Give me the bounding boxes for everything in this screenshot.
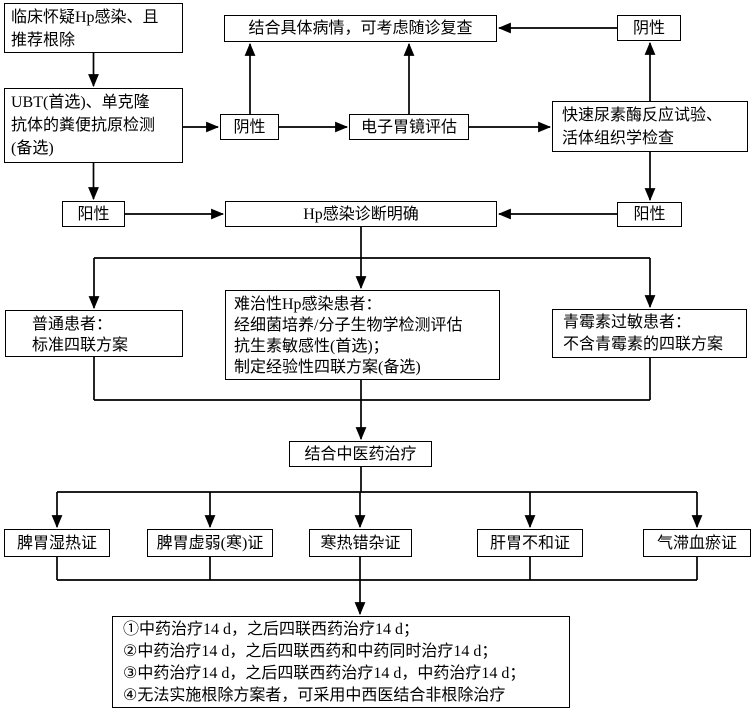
node-negative-result-1: 阴性 <box>220 114 279 140</box>
node-tcm-combination-treatment: 结合中医药治疗 <box>289 441 432 467</box>
node-gastroscopy-evaluation: 电子胃镜评估 <box>349 114 469 140</box>
node-followup-review: 结合具体病情，可考虑随诊复查 <box>224 15 497 42</box>
node-negative-result-2: 阴性 <box>617 15 681 41</box>
node-positive-result-left: 阳性 <box>62 201 125 227</box>
connector-line <box>57 467 697 493</box>
node-ubt-stool-antigen-test: UBT(首选)、单克隆 抗体的粪便抗原检测 (备选) <box>4 88 183 163</box>
node-urease-biopsy-test: 快速尿素酶反应试验、 活体组织学检查 <box>552 101 748 152</box>
node-penicillin-allergy-patients: 青霉素过敏患者： 不含青霉素的四联方案 <box>552 309 747 358</box>
node-diagnosis-confirmed: Hp感染诊断明确 <box>225 201 497 227</box>
node-syndrome-spleen-deficiency: 脾胃虚弱(寒)证 <box>147 529 273 557</box>
node-syndrome-liver-stomach-disharmony: 肝胃不和证 <box>477 529 583 557</box>
connector-line <box>56 557 698 581</box>
node-syndrome-qi-blood-stasis: 气滞血瘀证 <box>643 529 751 557</box>
node-syndrome-damp-heat: 脾胃湿热证 <box>4 529 110 557</box>
node-clinical-suspicion: 临床怀疑Hp感染、且 推荐根除 <box>4 3 183 53</box>
connector-line <box>93 357 651 401</box>
node-ordinary-patients: 普通患者： 标准四联方案 <box>5 310 183 357</box>
node-syndrome-cold-heat-mix: 寒热错杂证 <box>309 529 412 557</box>
connector-line <box>94 227 650 259</box>
node-positive-result-right: 阳性 <box>617 202 682 227</box>
node-refractory-patients: 难治性Hp感染患者： 经细菌培养/分子生物学检测评估 抗生素敏感性(首选)； 制… <box>225 290 500 380</box>
node-treatment-regimens: ①中药治疗14 d，之后四联西药治疗14 d； ②中药治疗14 d，之后四联西药… <box>112 616 570 708</box>
